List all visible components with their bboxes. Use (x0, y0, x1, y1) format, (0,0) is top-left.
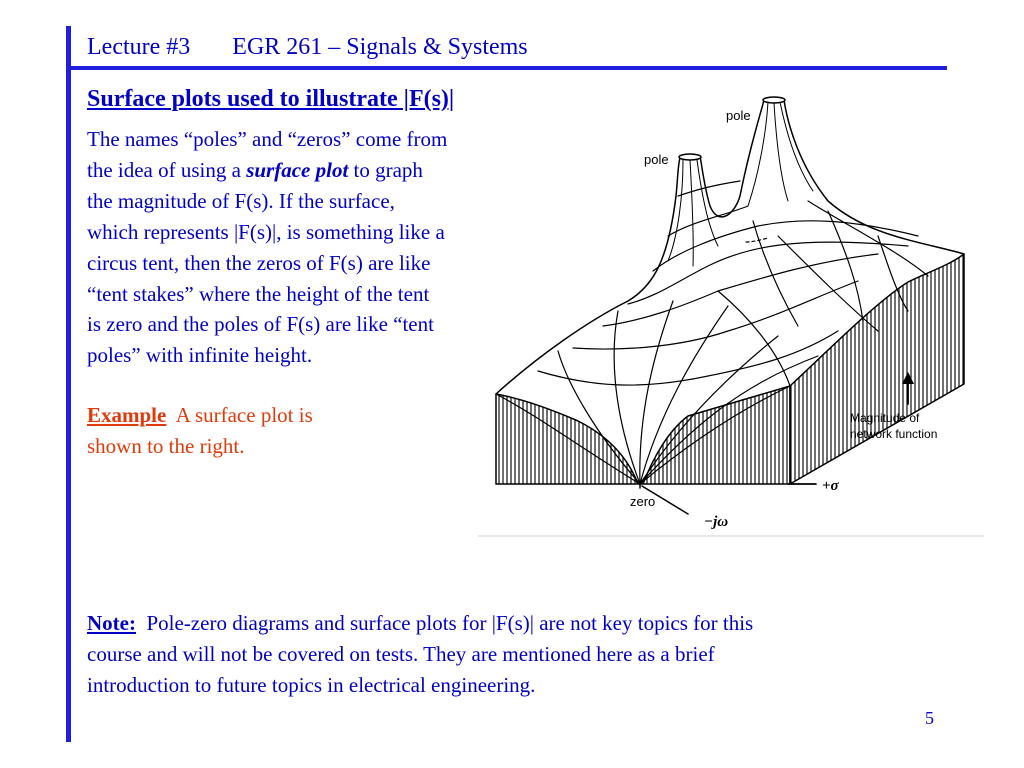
note-line: course and will not be covered on tests.… (87, 642, 715, 666)
body-text: the idea of using a (87, 157, 247, 182)
body-line: poles” with infinite height. (87, 343, 313, 368)
slide-subtitle: Surface plots used to illustrate |F(s)| (87, 86, 455, 112)
left-accent-bar (66, 26, 71, 742)
body-line: the idea of using a surface plot to grap… (87, 155, 532, 186)
note-block: Note: Pole-zero diagrams and surface plo… (87, 608, 753, 701)
body-text: to graph (348, 157, 423, 182)
page-number: 5 (925, 708, 934, 728)
body-line: “tent stakes” where the height of the te… (87, 281, 430, 306)
body-line: circus tent, then the zeros of F(s) are … (87, 250, 431, 275)
example-text: A surface plot is (166, 403, 313, 427)
magnitude-label-line1: Magnitude of (850, 411, 920, 425)
note-line: introduction to future topics in electri… (87, 673, 536, 697)
body-line: The names “poles” and “zeros” come from (87, 127, 448, 151)
header-rule (66, 66, 947, 70)
sigma-axis-label: +σ (822, 478, 840, 494)
note-text: Pole-zero diagrams and surface plots for… (135, 611, 754, 635)
jw-axis-label: −jω (704, 514, 728, 530)
pole-label: pole (726, 108, 751, 123)
lecture-number: Lecture #3 (87, 34, 191, 60)
surface-plot-drawing: pole pole zero +σ −jω Magnitude of netwo… (478, 96, 984, 537)
slide-header: Lecture #3 EGR 261 – Signals & Systems (87, 34, 528, 61)
body-line: which represents |F(s)|, is something li… (87, 219, 445, 244)
surface-plot-figure: pole pole zero +σ −jω Magnitude of netwo… (478, 86, 984, 538)
course-title: EGR 261 – Signals & Systems (232, 34, 528, 60)
example-label: Example (87, 403, 167, 427)
note-line: Note: Pole-zero diagrams and surface plo… (87, 608, 753, 639)
body-line: the magnitude of F(s). If the surface, (87, 188, 395, 213)
zero-label: zero (630, 494, 655, 509)
body-paragraph: The names “poles” and “zeros” come from … (87, 124, 532, 371)
pole-label: pole (644, 152, 669, 167)
note-label: Note: (87, 611, 136, 635)
example-line: Example A surface plot is (87, 400, 313, 431)
surface-plot-emphasis: surface plot (246, 157, 349, 182)
body-line: is zero and the poles of F(s) are like “… (87, 312, 434, 337)
example-block: Example A surface plot is shown to the r… (87, 400, 313, 462)
magnitude-label-line2: network function (850, 427, 937, 441)
example-line: shown to the right. (87, 434, 245, 458)
